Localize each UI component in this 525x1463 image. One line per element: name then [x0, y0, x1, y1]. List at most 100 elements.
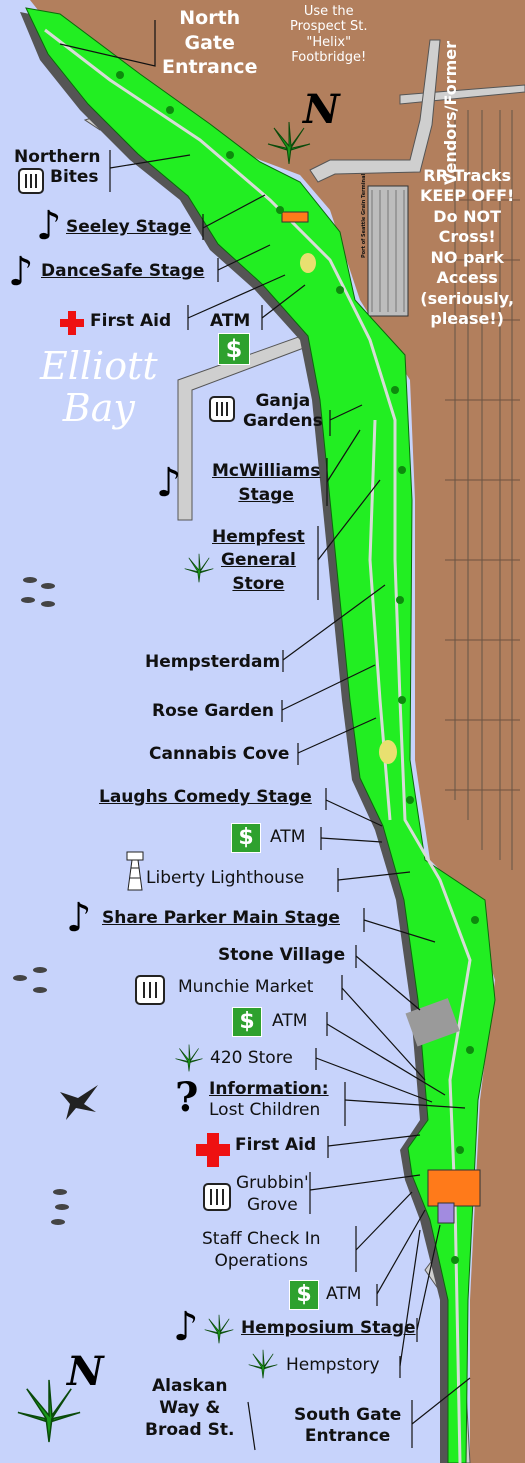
first-aid-icon	[196, 1133, 230, 1167]
lighthouse-icon	[126, 851, 144, 891]
atm-icon: $	[218, 333, 250, 365]
staff-checkin-line-2: Operations	[214, 1251, 308, 1272]
northern-bites-line-2: Bites	[49, 166, 99, 187]
food-icon	[135, 975, 165, 1005]
staff-checkin-line-1: Staff Check In	[202, 1229, 321, 1249]
northern-bites-line-1: Northern	[14, 147, 101, 167]
seeley-stage-label: Seeley Stage	[66, 217, 192, 237]
compass-north-icon: N	[303, 86, 340, 133]
store-420-label: 420 Store	[210, 1048, 293, 1068]
grubbin-grove-line-2: Grove	[246, 1195, 298, 1216]
north-gate-label: North Gate Entrance	[162, 6, 257, 80]
rr-warning-line-3: Do NOT	[433, 206, 502, 226]
orange-building	[427, 1169, 481, 1207]
cannabis-cove-label: Cannabis Cove	[149, 744, 290, 764]
general-store-line-1: Hempfest	[212, 527, 305, 547]
food-icon	[209, 396, 235, 422]
staff-checkin-label: Staff Check In Operations	[202, 1228, 320, 1272]
rr-warning-line-5: NO park	[430, 247, 504, 267]
atm-icon: $	[232, 1007, 262, 1037]
atm-mid-label: ATM	[270, 827, 306, 847]
atm-icon: $	[289, 1280, 319, 1310]
orange-building-north	[281, 211, 309, 223]
rose-garden-label: Rose Garden	[152, 701, 274, 721]
music-note-icon: ♪	[66, 895, 92, 941]
hempsterdam-label: Hempsterdam	[145, 652, 281, 672]
bay-line-1: Elliott	[40, 344, 158, 388]
street-line-1: Alaskan	[151, 1376, 228, 1396]
information-line-1: Information:	[209, 1079, 329, 1099]
footbridge-note-line-4: Footbridge!	[291, 49, 367, 65]
north-gate-line-2: Gate	[184, 31, 235, 54]
park-area	[25, 7, 496, 1463]
vendor-label: Vendors/Former	[441, 40, 460, 185]
north-road	[309, 39, 441, 183]
music-note-icon: ♪	[156, 460, 182, 506]
street-line-3: Broad St.	[145, 1419, 235, 1440]
atm-icon: $	[231, 823, 261, 853]
north-gate-line-1: North	[179, 7, 241, 29]
compass-north-icon: N	[67, 1348, 104, 1395]
music-note-icon: ♪	[173, 1304, 199, 1350]
bay-line-2: Bay	[62, 385, 135, 430]
rr-warning-line-2: KEEP OFF!	[420, 186, 515, 206]
grubbin-grove-label: Grubbin' Grove	[236, 1172, 309, 1216]
general-store-line-3: Store	[232, 573, 285, 594]
north-pond	[300, 253, 316, 273]
hemp-leaf-icon	[202, 1312, 236, 1351]
hemp-leaf-icon	[12, 1374, 86, 1453]
liberty-lighthouse-label: Liberty Lighthouse	[146, 868, 305, 888]
hempstory-label: Hempstory	[286, 1355, 380, 1375]
fish-icons	[13, 577, 69, 1225]
atm-bottom-label: ATM	[326, 1284, 362, 1304]
footbridge-note: Use the Prospect St. "Helix" Footbridge!	[290, 4, 368, 65]
bay-label: Elliott Bay	[40, 344, 158, 430]
grubbin-grove-line-1: Grubbin'	[236, 1173, 309, 1193]
hemposium-label: Hemposium Stage	[241, 1318, 416, 1338]
hemp-leaf-icon	[264, 118, 314, 173]
footbridge-note-line-2: Prospect St.	[290, 19, 368, 35]
ganja-gardens-line-1: Ganja	[255, 391, 311, 411]
manta-ray-icon	[60, 1085, 98, 1120]
south-gate-line-2: Entrance	[304, 1426, 391, 1447]
street-label: Alaskan Way & Broad St.	[145, 1376, 234, 1441]
rr-warning-line-6: Access	[436, 268, 498, 288]
hemp-leaf-icon	[173, 1042, 205, 1079]
purple-building	[437, 1202, 455, 1224]
rr-warning: RR Tracks KEEP OFF! Do NOT Cross! NO par…	[420, 166, 514, 330]
footbridge-note-line-3: "Helix"	[306, 34, 352, 50]
laughs-comedy-label: Laughs Comedy Stage	[99, 787, 312, 807]
grain-terminal-line-1: Port of Seattle	[361, 216, 367, 258]
mcwilliams-line-2: Stage	[238, 484, 294, 505]
hemp-leaf-icon	[246, 1347, 280, 1386]
mcwilliams-line-1: McWilliams	[212, 461, 321, 481]
rail-tracks	[454, 110, 513, 870]
leader-lines	[59, 20, 471, 1451]
rr-warning-line-7: (seriously,	[420, 288, 515, 308]
atm-north-label: ATM	[210, 311, 251, 331]
rr-warning-line-8: please!)	[430, 309, 504, 329]
first-aid-south-label: First Aid	[235, 1135, 317, 1155]
general-store-line-2: General	[221, 550, 296, 571]
rr-warning-line-4: Cross!	[438, 227, 496, 247]
question-mark-icon: ?	[175, 1074, 199, 1121]
rail-ties	[445, 199, 520, 791]
stone-village-label: Stone Village	[218, 945, 346, 965]
music-note-icon: ♪	[36, 203, 62, 249]
rose-garden-pond	[379, 740, 397, 764]
music-note-icon: ♪	[8, 249, 34, 295]
south-gate-line-1: South Gate	[294, 1405, 402, 1425]
footbridge-note-line-1: Use the	[303, 4, 354, 19]
grain-terminal-line-2: Grain Terminal	[361, 173, 367, 215]
rr-warning-line-1: RR Tracks	[423, 166, 511, 185]
ganja-gardens-label: Ganja Gardens	[243, 391, 323, 431]
food-icon	[18, 168, 44, 194]
share-parker-label: Share Parker Main Stage	[102, 908, 340, 928]
food-icon	[203, 1183, 231, 1211]
ganja-gardens-line-2: Gardens	[243, 410, 323, 431]
dancesafe-stage-label: DanceSafe Stage	[41, 261, 205, 281]
northern-bites-label: Northern Bites	[14, 147, 101, 187]
hemp-leaf-icon	[182, 551, 216, 590]
general-store-label: Hempfest General Store	[212, 526, 305, 596]
